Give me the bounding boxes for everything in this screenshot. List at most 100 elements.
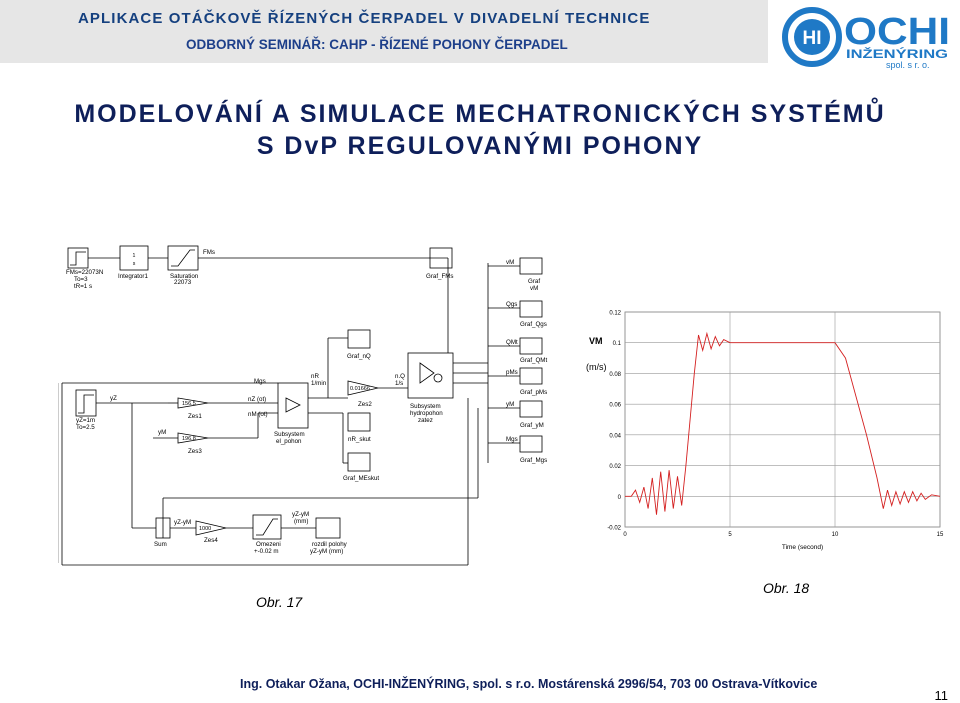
svg-text:nM (ot): nM (ot) [248,411,268,418]
y-tick-label: 0.08 [609,372,621,378]
svg-text:yM: yM [506,401,514,408]
svg-text:To=3: To=3 [74,276,88,283]
scope-vm [519,257,543,275]
svg-text:nZ (ot): nZ (ot) [248,396,266,403]
svg-text:Graf_Qgs: Graf_Qgs [520,321,547,328]
svg-text:22073: 22073 [174,279,192,286]
svg-text:vM: vM [506,259,514,266]
step-source-yz [75,389,97,417]
page-title-line2: S DvP REGULOVANÝMI POHONY [256,132,704,160]
svg-text:Subsystem: Subsystem [410,403,441,410]
svg-text:pMs: pMs [506,369,518,376]
svg-text:Graf: Graf [528,278,540,285]
scope-mskut [347,452,371,472]
logo-line1: INŽENÝRING [846,48,948,61]
scope-qgs [519,300,543,318]
svg-text:Graf_QMt: Graf_QMt [520,357,547,364]
x-tick-label: 15 [937,532,944,538]
svg-text:Graf_nQ: Graf_nQ [347,353,371,360]
y-axis-unit: (m/s) [586,362,607,372]
header-band [0,0,768,63]
svg-text:rozdil polohy: rozdil polohy [312,541,348,548]
svg-text:yZ: yZ [110,395,117,402]
x-tick-label: 10 [832,532,839,538]
svg-text:yZ-yM: yZ-yM [292,511,309,518]
header-title: APLIKACE OTÁČKOVĚ ŘÍZENÝCH ČERPADEL V DI… [78,10,651,27]
svg-text:Zes2: Zes2 [358,401,372,408]
svg-text:Graf_FMs: Graf_FMs [426,273,454,280]
scope-fms [429,247,453,269]
subsystem-drive [277,382,309,429]
y-tick-label: 0.06 [609,403,621,409]
svg-text:Saturation: Saturation [170,273,199,280]
svg-text:1/s: 1/s [395,380,403,387]
svg-text:Graf_MEskut: Graf_MEskut [343,475,379,482]
y-axis-label: VM [589,336,603,346]
scope-nq [347,329,371,349]
page-title-line1: MODELOVÁNÍ A SIMULACE MECHATRONICKÝCH SY… [74,100,886,128]
y-tick-label: 0.12 [609,311,621,317]
svg-text:Mgs: Mgs [506,436,518,443]
scope-nr [347,412,371,432]
logo-name: OCHI [844,11,950,53]
svg-text:Integrator1: Integrator1 [118,273,148,280]
svg-text:FMs: FMs [203,249,215,256]
simulink-diagram: FMs=22073N To=3 tR=1 s 1 s Integrator1 S… [58,245,547,566]
y-tick-label: 0.1 [613,341,622,347]
svg-text:Sum: Sum [154,541,167,548]
y-tick-label: 0.02 [609,464,621,470]
footer-text: Ing. Otakar Ožana, OCHI-INŽENÝRING, spol… [240,677,818,691]
page-number: 11 [934,688,949,703]
svg-text:Graf_Mgs: Graf_Mgs [520,457,547,464]
svg-text:tR=1 s: tR=1 s [74,283,92,290]
svg-text:0.01666: 0.01666 [350,386,370,392]
svg-text:n.Q: n.Q [395,373,405,380]
scope-mgs [519,435,543,453]
svg-text:yZ=1m: yZ=1m [76,417,95,424]
svg-text:Qgs: Qgs [506,301,517,308]
svg-text:nR: nR [311,373,319,380]
logo-emblem-text: HI [803,28,822,49]
svg-text:s: s [133,261,136,267]
plot-frame [624,311,941,528]
logo-emblem-disc [794,19,830,55]
svg-text:Zes1: Zes1 [188,413,202,420]
svg-text:yM: yM [158,429,166,436]
svg-text:Subsystem: Subsystem [274,431,305,438]
y-tick-label: -0.02 [607,526,621,532]
header-subtitle: ODBORNÝ SEMINÁŘ: CAHP - ŘÍZENÉ POHONY ČE… [186,37,568,52]
x-axis-label: Time (second) [782,544,823,551]
limit-block [252,514,282,540]
svg-text:Mgs: Mgs [254,378,266,385]
svg-text:zatez: zatez [418,417,433,424]
display-block [315,517,341,539]
svg-text:1: 1 [133,253,136,259]
scope-qmt [519,337,543,355]
svg-text:nR_skut: nR_skut [348,436,371,443]
svg-text:el_pohon: el_pohon [276,438,302,445]
svg-text:+-0.02 m: +-0.02 m [254,548,279,555]
x-tick-label: 0 [623,532,627,538]
y-tick-label: 0 [618,495,622,501]
series-line [625,331,941,515]
svg-text:vM: vM [530,285,538,292]
subsystem-hydro [407,352,454,399]
svg-text:Graf_yM: Graf_yM [520,422,544,429]
caption-fig18: Obr. 18 [763,580,810,596]
svg-text:156.5: 156.5 [182,401,196,407]
svg-text:FMs=22073N: FMs=22073N [66,269,103,276]
svg-text:Omezeni: Omezeni [256,541,281,548]
svg-text:Zes4: Zes4 [204,537,218,544]
svg-text:Graf_pMs: Graf_pMs [520,389,547,396]
logo-line2: spol. s r. o. [886,60,930,70]
svg-text:yZ-yM: yZ-yM [174,519,191,526]
gain-zes4 [195,520,227,536]
svg-text:Zes3: Zes3 [188,448,202,455]
x-tick-label: 5 [728,532,732,538]
gain-zes2 [347,380,379,396]
svg-text:196.8: 196.8 [182,436,196,442]
svg-text:QMt: QMt [506,339,518,346]
company-logo: HI OCHI INŽENÝRING spol. s r. o. [782,7,950,70]
scope-ym [519,400,543,418]
